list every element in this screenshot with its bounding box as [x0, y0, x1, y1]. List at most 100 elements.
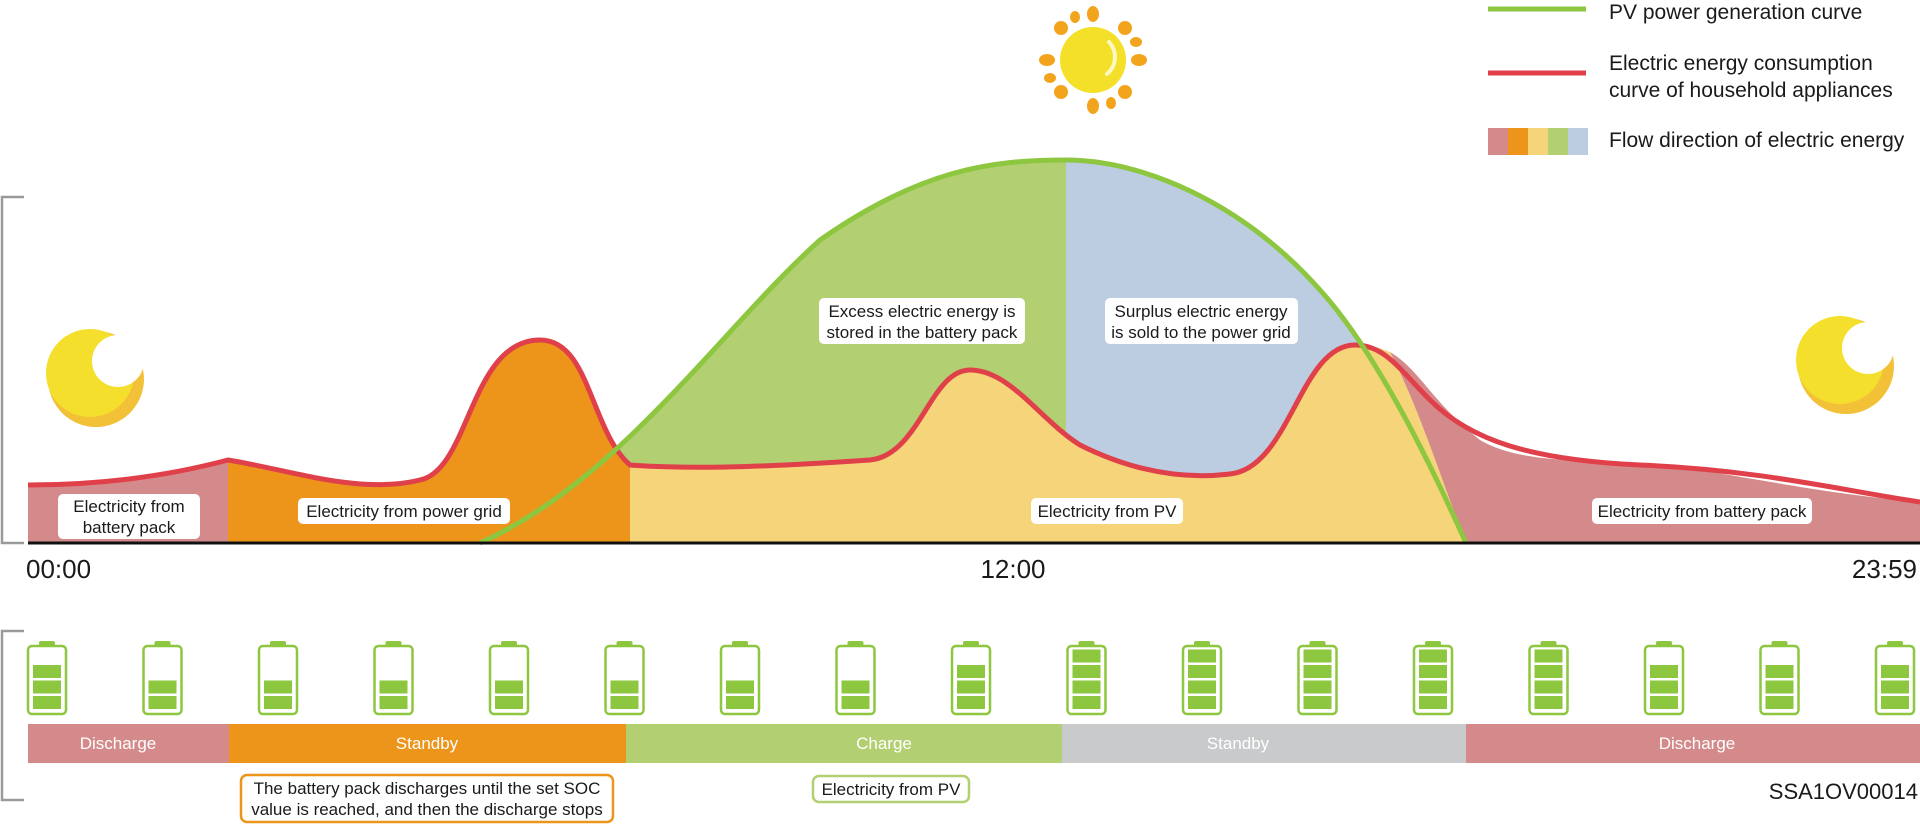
- battery-charge-bar: [1534, 649, 1563, 663]
- battery-charge-bar: [841, 696, 870, 709]
- battery-charge-bar: [33, 680, 61, 694]
- figure-code: SSA1OV00014: [1769, 779, 1918, 804]
- battery-charge-bar: [1881, 665, 1909, 678]
- battery-charge-bar: [1072, 680, 1101, 694]
- state-charge-label: Charge: [856, 734, 912, 753]
- battery-charge-bar: [1072, 696, 1101, 709]
- battery-charge-bar: [610, 680, 639, 694]
- state-discharge-left-label: Discharge: [80, 734, 157, 753]
- state-segment-discharge-left: [28, 724, 229, 763]
- state-segment-charge: [626, 724, 1062, 763]
- battery-charge-bar: [264, 680, 292, 694]
- battery-charge-bar: [1650, 665, 1678, 678]
- battery-charge-bar: [1419, 665, 1447, 678]
- battery-icon: [257, 641, 299, 716]
- label-excess: Excess electric energy is stored in the …: [819, 298, 1025, 344]
- battery-charge-bar: [1188, 696, 1216, 709]
- consumption-curve: [27, 337, 1920, 505]
- battery-icon: [26, 641, 68, 716]
- battery-charge-bar: [1881, 696, 1909, 709]
- battery-charge-bar: [610, 696, 639, 709]
- battery-icon: [604, 641, 645, 716]
- state-standby-2-label: Standby: [1207, 734, 1270, 753]
- label-battery-right-text: Electricity from battery pack: [1598, 502, 1807, 521]
- state-standby-1-label: Standby: [396, 734, 459, 753]
- battery-icon: [1297, 641, 1338, 716]
- battery-icon: [1759, 641, 1800, 716]
- battery-charge-bar: [1303, 680, 1332, 694]
- battery-icon: [1066, 641, 1107, 716]
- bottom-bracket: [0, 629, 24, 802]
- battery-row: [26, 641, 1916, 716]
- battery-charge-bar: [1419, 696, 1447, 709]
- battery-charge-bar: [841, 680, 870, 694]
- battery-charge-bar: [1303, 665, 1332, 678]
- label-battery-left: Electricity from battery pack: [58, 494, 200, 539]
- state-segment-standby-1: [229, 724, 626, 763]
- state-segment-standby-2: [1062, 724, 1466, 763]
- battery-discharge-area-right: [1390, 352, 1920, 543]
- time-start: 00:00: [26, 554, 91, 584]
- battery-icon: [142, 641, 183, 716]
- battery-charge-bar: [264, 696, 292, 709]
- battery-icon: [373, 641, 414, 716]
- battery-charge-bar: [957, 665, 985, 678]
- pv-generation-curve: [478, 157, 1469, 546]
- label-battery-right: Electricity from battery pack: [1592, 498, 1812, 524]
- battery-charge-bar: [1534, 680, 1563, 694]
- battery-icon: [1412, 641, 1454, 716]
- moon-icon-left: [46, 329, 144, 427]
- battery-charge-bar: [1650, 696, 1678, 709]
- battery-charge-bar: [148, 696, 177, 709]
- battery-charge-bar: [1188, 665, 1216, 678]
- battery-charge-bar: [1765, 696, 1794, 709]
- battery-charge-bar: [379, 696, 408, 709]
- battery-charge-bar: [1303, 696, 1332, 709]
- battery-charge-bar: [495, 680, 523, 694]
- state-bar: Discharge Standby Charge Standby Dischar…: [28, 724, 1920, 763]
- battery-charge-bar: [148, 680, 177, 694]
- time-mid: 12:00: [980, 554, 1045, 584]
- battery-charge-bar: [957, 696, 985, 709]
- legend-pv-label: PV power generation curve: [1609, 1, 1862, 24]
- power-grid-area: [228, 340, 630, 543]
- battery-icon: [1874, 641, 1916, 716]
- label-excess-line1: Excess electric energy is: [828, 302, 1015, 321]
- label-battery-left-line1: Electricity from: [73, 497, 184, 516]
- charge-source-note: Electricity from PV: [811, 774, 971, 804]
- label-battery-left-line2: battery pack: [83, 518, 176, 537]
- label-excess-line2: stored in the battery pack: [827, 323, 1018, 342]
- battery-charge-bar: [1419, 680, 1447, 694]
- soc-note: The battery pack discharges until the se…: [239, 773, 615, 824]
- battery-charge-bar: [1419, 649, 1447, 663]
- battery-charge-bar: [33, 696, 61, 709]
- battery-icon: [1528, 641, 1569, 716]
- top-bracket: [0, 195, 24, 545]
- sun-icon: [1039, 6, 1147, 114]
- battery-charge-bar: [1188, 649, 1216, 663]
- label-pv: Electricity from PV: [1031, 498, 1183, 524]
- legend: PV power generation curve Electric energ…: [1488, 1, 1905, 155]
- battery-icon: [1643, 641, 1685, 716]
- battery-charge-bar: [1765, 680, 1794, 694]
- label-pv-text: Electricity from PV: [1038, 502, 1178, 521]
- battery-charge-bar: [1303, 649, 1332, 663]
- battery-charge-bar: [726, 680, 754, 694]
- battery-charge-bar: [1534, 696, 1563, 709]
- battery-icon: [488, 641, 530, 716]
- battery-charge-bar: [1072, 649, 1101, 663]
- legend-consumption-line2: curve of household appliances: [1609, 79, 1893, 102]
- battery-icon: [719, 641, 761, 716]
- battery-charge-bar: [1188, 680, 1216, 694]
- state-segment-discharge-right: [1466, 724, 1920, 763]
- label-surplus-line2: is sold to the power grid: [1111, 323, 1291, 342]
- label-surplus: Surplus electric energy is sold to the p…: [1105, 298, 1298, 344]
- soc-note-line1: The battery pack discharges until the se…: [254, 779, 601, 798]
- battery-charge-bar: [726, 696, 754, 709]
- battery-charge-bar: [379, 680, 408, 694]
- soc-note-line2: value is reached, and then the discharge…: [251, 800, 603, 819]
- battery-charge-bar: [1072, 665, 1101, 678]
- battery-charge-bar: [495, 696, 523, 709]
- label-surplus-line1: Surplus electric energy: [1115, 302, 1288, 321]
